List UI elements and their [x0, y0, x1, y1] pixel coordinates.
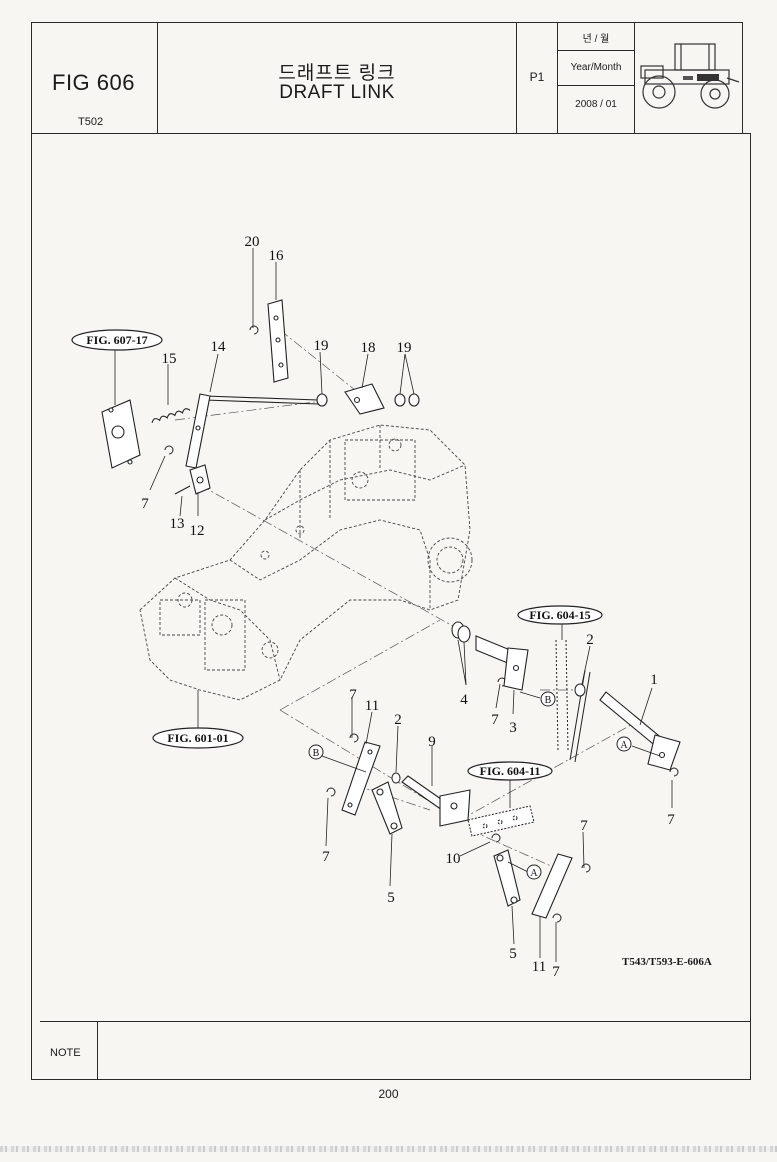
callout-5-left: 5	[387, 890, 395, 906]
callout-7-a: 7	[141, 496, 149, 512]
year-month-value: 2008 / 01	[575, 99, 617, 110]
link-plate	[467, 805, 535, 837]
page-cell	[517, 22, 558, 134]
link-plate-16	[267, 299, 289, 383]
leader-lines	[114, 248, 673, 962]
scan-artifact	[0, 1146, 777, 1152]
spring-15	[151, 408, 191, 424]
bracket-18	[344, 383, 385, 415]
model-code: T502	[78, 116, 104, 128]
snap-rings	[164, 325, 679, 923]
callout-2-right: 2	[586, 632, 594, 648]
stud-pins	[555, 639, 591, 763]
part-callouts: 1 2 2 3 4 5 5 7 7 7 7 7 7 7 9 10 11 11 1…	[141, 234, 675, 980]
callout-2-left: 2	[394, 712, 402, 728]
drawing-code: T543/T593-E-606A	[622, 956, 712, 968]
connector-markers	[308, 691, 632, 880]
note-label: NOTE	[50, 1047, 81, 1059]
rod-14	[185, 393, 319, 469]
drawing-frame	[31, 133, 751, 1080]
nuts-19	[316, 393, 420, 407]
transmission-housing	[139, 424, 473, 701]
plate-11-left	[341, 741, 381, 816]
callout-15: 15	[162, 351, 177, 367]
callout-11-left: 11	[365, 698, 379, 714]
callout-19-left: 19	[314, 338, 329, 354]
callout-7-b: 7	[349, 687, 357, 703]
arm-5-left	[371, 781, 403, 835]
marker-a-lower: A	[530, 868, 538, 879]
ref-fig-607-17: FIG. 607-17	[86, 333, 147, 347]
shaft-1	[599, 691, 681, 771]
fig-number: FIG 606	[52, 70, 135, 95]
callout-7-f: 7	[667, 812, 675, 828]
date-cell	[558, 22, 635, 134]
callout-3: 3	[509, 720, 517, 736]
page-number: 200	[378, 1087, 399, 1101]
o-ring-2-lower	[391, 772, 401, 784]
callout-7-d: 7	[322, 849, 330, 865]
callout-18: 18	[361, 340, 376, 356]
plate-11-lower	[531, 853, 573, 919]
marker-a-upper: A	[620, 740, 628, 751]
ref-fig-601-01: FIG. 601-01	[167, 731, 228, 745]
callout-9: 9	[428, 734, 436, 750]
callout-7-g: 7	[552, 964, 560, 980]
connector-arrows	[321, 691, 661, 873]
marker-b-left: B	[313, 748, 320, 759]
ref-fig-604-15: FIG. 604-15	[529, 608, 590, 622]
date-row-divider-2	[558, 85, 635, 86]
cover-plate	[101, 399, 141, 469]
ref-fig-604-11: FIG. 604-11	[480, 764, 541, 778]
callout-19-right: 19	[397, 340, 412, 356]
tractor-icon	[640, 43, 740, 109]
callout-12: 12	[190, 523, 205, 539]
shaft-3	[451, 621, 529, 691]
callout-16: 16	[269, 248, 285, 264]
title-korean: 드래프트 링크	[278, 63, 396, 84]
callout-11-lower: 11	[532, 959, 546, 975]
year-month-label: Year/Month	[570, 62, 622, 73]
page-code: P1	[529, 70, 545, 84]
block-12	[174, 464, 211, 495]
reference-ovals	[71, 329, 603, 781]
callout-14: 14	[211, 339, 227, 355]
callout-4: 4	[460, 692, 468, 708]
callout-1: 1	[650, 672, 658, 688]
marker-b-right: B	[545, 695, 552, 706]
reference-labels: FIG. 607-17 FIG. 601-01 FIG. 604-15 FIG.…	[86, 333, 590, 778]
callout-7-c: 7	[491, 712, 499, 728]
note-divider	[40, 1021, 751, 1022]
callout-7-e: 7	[580, 818, 588, 834]
note-label-divider	[97, 1021, 98, 1079]
fig-cell	[31, 22, 158, 134]
title-cell	[158, 22, 517, 134]
callout-20: 20	[245, 234, 260, 250]
callout-10: 10	[446, 851, 461, 867]
date-row-divider-1	[558, 50, 635, 51]
shaft-9	[401, 775, 471, 827]
o-ring-2	[574, 683, 586, 697]
arm-5-lower	[493, 849, 521, 907]
callout-5-lower: 5	[509, 946, 517, 962]
title-english: DRAFT LINK	[279, 82, 395, 103]
year-month-korean: 년 / 월	[582, 34, 610, 45]
callout-13: 13	[170, 516, 185, 532]
